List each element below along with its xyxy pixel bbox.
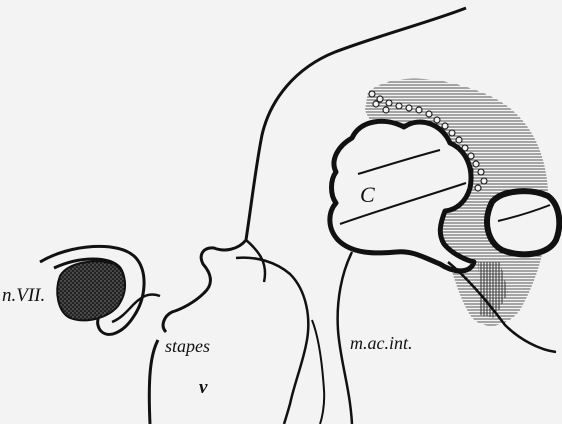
- label-meatus: m.ac.int.: [350, 334, 413, 352]
- vestibule-wall: [149, 340, 158, 424]
- inner-cavity: [236, 258, 308, 424]
- label-nerve-vii: n.VII.: [2, 286, 45, 305]
- middle-wall: [312, 320, 324, 424]
- facial-nerve-blob: [57, 261, 125, 320]
- label-vestibule: v: [199, 378, 207, 397]
- label-cochlea: C: [360, 184, 375, 206]
- label-stapes: stapes: [165, 337, 210, 355]
- right-oval: [487, 191, 559, 254]
